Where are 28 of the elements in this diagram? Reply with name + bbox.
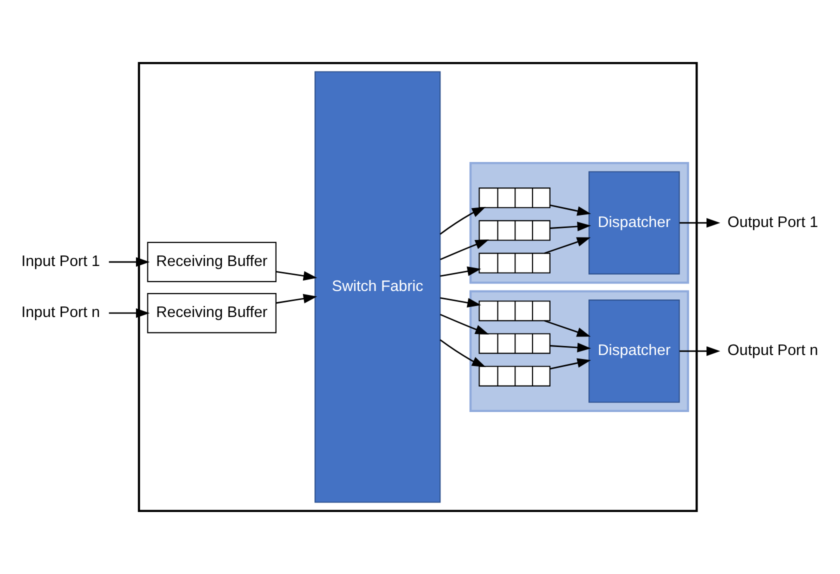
node-text: Input Port n	[21, 304, 100, 322]
arrow	[108, 257, 150, 267]
arrow	[440, 266, 482, 277]
arrow	[544, 320, 591, 337]
arrow	[276, 270, 318, 281]
node-box: Dispatcher	[588, 171, 680, 274]
arrow	[108, 308, 150, 318]
arrow	[550, 222, 592, 232]
arrow	[550, 342, 592, 352]
arrow	[440, 239, 490, 260]
arrow	[440, 339, 486, 368]
arrow	[680, 218, 720, 228]
node-box: Receiving Buffer	[147, 242, 276, 282]
node-text: Input Port 1	[21, 253, 100, 270]
arrow	[440, 297, 482, 308]
node-box: Switch Fabric	[314, 71, 441, 503]
arrow	[276, 294, 318, 304]
node-text: Output Port 1	[728, 214, 818, 231]
arrow	[550, 358, 591, 370]
arrow	[440, 314, 490, 335]
arrow	[544, 237, 591, 254]
cluster	[138, 62, 698, 512]
arrow	[680, 346, 720, 356]
arrow	[440, 206, 486, 235]
arrow	[550, 204, 591, 216]
node-text: Output Port n	[728, 342, 818, 360]
node-box: Dispatcher	[588, 300, 680, 403]
node-box: Receiving Buffer	[147, 292, 276, 334]
